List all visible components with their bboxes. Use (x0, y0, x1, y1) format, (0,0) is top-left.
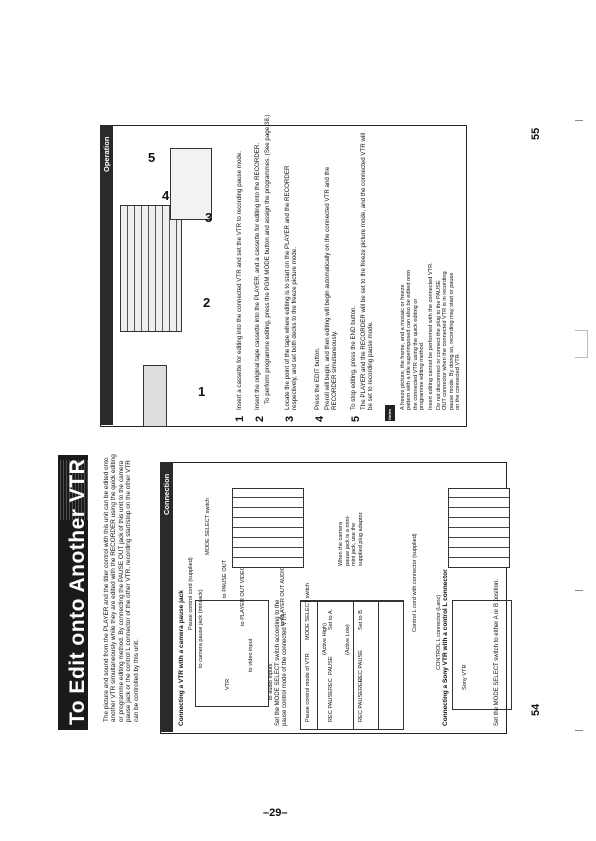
page-number-left: 54 (530, 703, 542, 716)
table-row2-mode: (Active Low) (345, 624, 351, 655)
page-number-right: 55 (530, 127, 542, 140)
step-text-4: Press the EDIT button. (314, 347, 321, 410)
operation-header-label: Operation (102, 136, 111, 172)
step-sub-4: Preroll will begin, and then editing wil… (324, 166, 339, 410)
rear-panel-jacks-2 (448, 488, 510, 568)
table-row2-set: Set to B. (358, 608, 364, 630)
vtr-illustration (143, 365, 167, 427)
table-header-mode: Pause control mode of VTR (305, 653, 311, 722)
note-2: Insert editing cannot be performed with … (428, 262, 434, 410)
sony-vtr-label: Sony VTR (462, 664, 468, 691)
page-footer-number: –29– (263, 807, 288, 819)
crop-mark-top (575, 120, 583, 121)
crop-mark-bottom (575, 730, 583, 731)
to-video-input-label: to video input (248, 638, 254, 672)
vtr-device (195, 600, 269, 707)
step-number-3: 3 (284, 415, 296, 422)
step-text-2: Insert the original tape cassette into t… (254, 142, 261, 410)
control-l-cord-label: Control L cord with connector (supplied) (412, 533, 418, 632)
connection-header (160, 462, 173, 732)
mode-select-label: MODE SELECT switch (205, 497, 211, 555)
table-row1-b: REC (328, 678, 334, 690)
page-title: To Edit onto Another VTR (66, 458, 89, 725)
connection-header-label: Connection (162, 473, 171, 515)
set-switch-instruction: Set the MODE SELECT switch according to … (275, 599, 288, 726)
step-text-1: Insert a cassette for editing into the c… (236, 151, 243, 410)
callout-3: 3 (205, 210, 213, 225)
operation-header (100, 125, 113, 425)
to-player-out-video-label: to PLAYER OUT VIDEO (240, 565, 246, 626)
notes-label-box (385, 405, 395, 421)
step-sub-2: To perform programme editing, press the … (264, 114, 271, 404)
step-number-1: 1 (234, 415, 246, 422)
control-l-connector-label: CONTROL L connector (Lanc) (436, 594, 442, 670)
table-header-switch: MODE SELECT switch (305, 582, 311, 640)
edge-mark (575, 330, 588, 358)
callout-5: 5 (148, 150, 156, 165)
rear-panel-jacks (232, 488, 304, 568)
step-text-5: To stop editing, press the END button. (350, 305, 357, 410)
to-pause-out-label: to PAUSE OUT (222, 559, 228, 598)
callout-4: 4 (162, 188, 170, 203)
note-1: A freeze picture, the frame, and a mosai… (400, 270, 426, 410)
connection-subheading-pause: Connecting a VTR with a camera pause jac… (178, 590, 185, 726)
note-3: Do not disconnect or connect the plug to… (436, 271, 462, 410)
table-row2-c: REC PAUSE (358, 650, 364, 682)
table-row1-c: PAUSE (328, 656, 334, 675)
set-switch-instruction-2: Set the MODE SELECT switch to either A o… (494, 579, 500, 726)
table-row1-set: Set to A. (328, 608, 334, 630)
callout-1: 1 (198, 384, 206, 399)
step-number-5: 5 (350, 415, 362, 422)
connection-subheading-control-l: Connecting a Sony VTR with a control L c… (442, 569, 449, 726)
sony-vtr-device (452, 600, 512, 710)
step-text-3: Locate the point of the tape where editi… (284, 165, 299, 410)
editing-unit-illustration (120, 205, 182, 332)
pause-cord-label: Pause control cord (supplied) (188, 557, 194, 630)
intro-paragraph: The picture and sound from the PLAYER an… (103, 454, 140, 722)
callout-2: 2 (203, 295, 211, 310)
controller-illustration (170, 148, 212, 220)
table-row1-a: REC PAUSE (328, 690, 334, 722)
crop-mark-middle (575, 590, 583, 591)
to-audio-inputs-label: to audio inputs (268, 663, 274, 700)
title-accent (58, 460, 88, 520)
minijack-note: When the camera pause jack is a mini-min… (338, 511, 364, 566)
step-sub-5: The PLAYER and the RECORDER will be set … (360, 132, 375, 410)
table-row2-a: REC PAUSE (358, 690, 364, 722)
step-number-4: 4 (314, 415, 326, 422)
vtr-label: VTR (225, 678, 231, 690)
notes-label: Notes (387, 408, 392, 420)
mode-select-table (300, 600, 404, 730)
step-number-2: 2 (254, 415, 266, 422)
